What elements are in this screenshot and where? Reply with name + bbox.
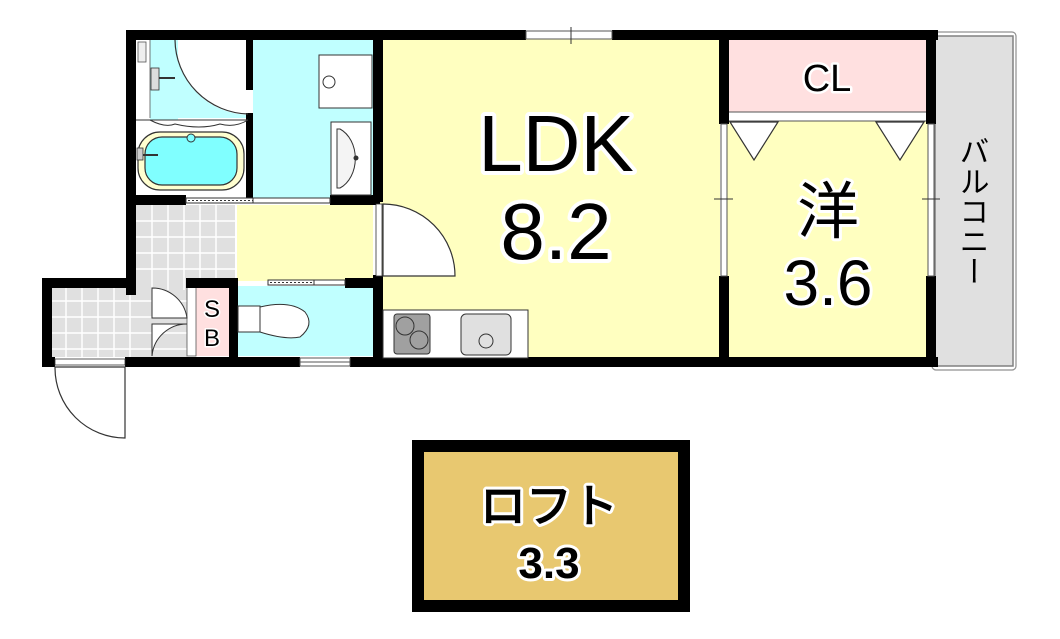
windows: [299, 27, 940, 367]
balcony-area: [934, 35, 1014, 367]
shoe-box-label-b: B: [204, 325, 220, 352]
kitchen-counter: [382, 309, 529, 359]
bathtub: [136, 128, 245, 194]
loft-room: [412, 440, 690, 612]
closet-area: [727, 38, 930, 112]
ldk-size: 8.2: [500, 187, 611, 276]
ldk-label: LDK: [478, 99, 634, 188]
washing-machine: [318, 54, 373, 109]
loft-label: ロフト: [480, 479, 618, 533]
closet-doors: [728, 121, 926, 162]
balcony-label: バルコニー: [954, 136, 989, 286]
shoe-box-label-s: S: [204, 296, 220, 323]
western-room-size: 3.6: [784, 247, 873, 319]
shoe-box-area: [196, 286, 229, 356]
western-room-label: 洋: [797, 175, 859, 248]
walls: [42, 30, 938, 367]
hallway-area: [237, 205, 373, 281]
toilet-fixture: [237, 303, 310, 339]
doors: [54, 203, 456, 439]
shower-faucet-icon: [137, 41, 175, 91]
wash-basin: [330, 121, 372, 196]
ldk-room: [380, 36, 720, 362]
loft-size: 3.3: [518, 539, 579, 588]
closet-label: CL: [803, 58, 852, 100]
